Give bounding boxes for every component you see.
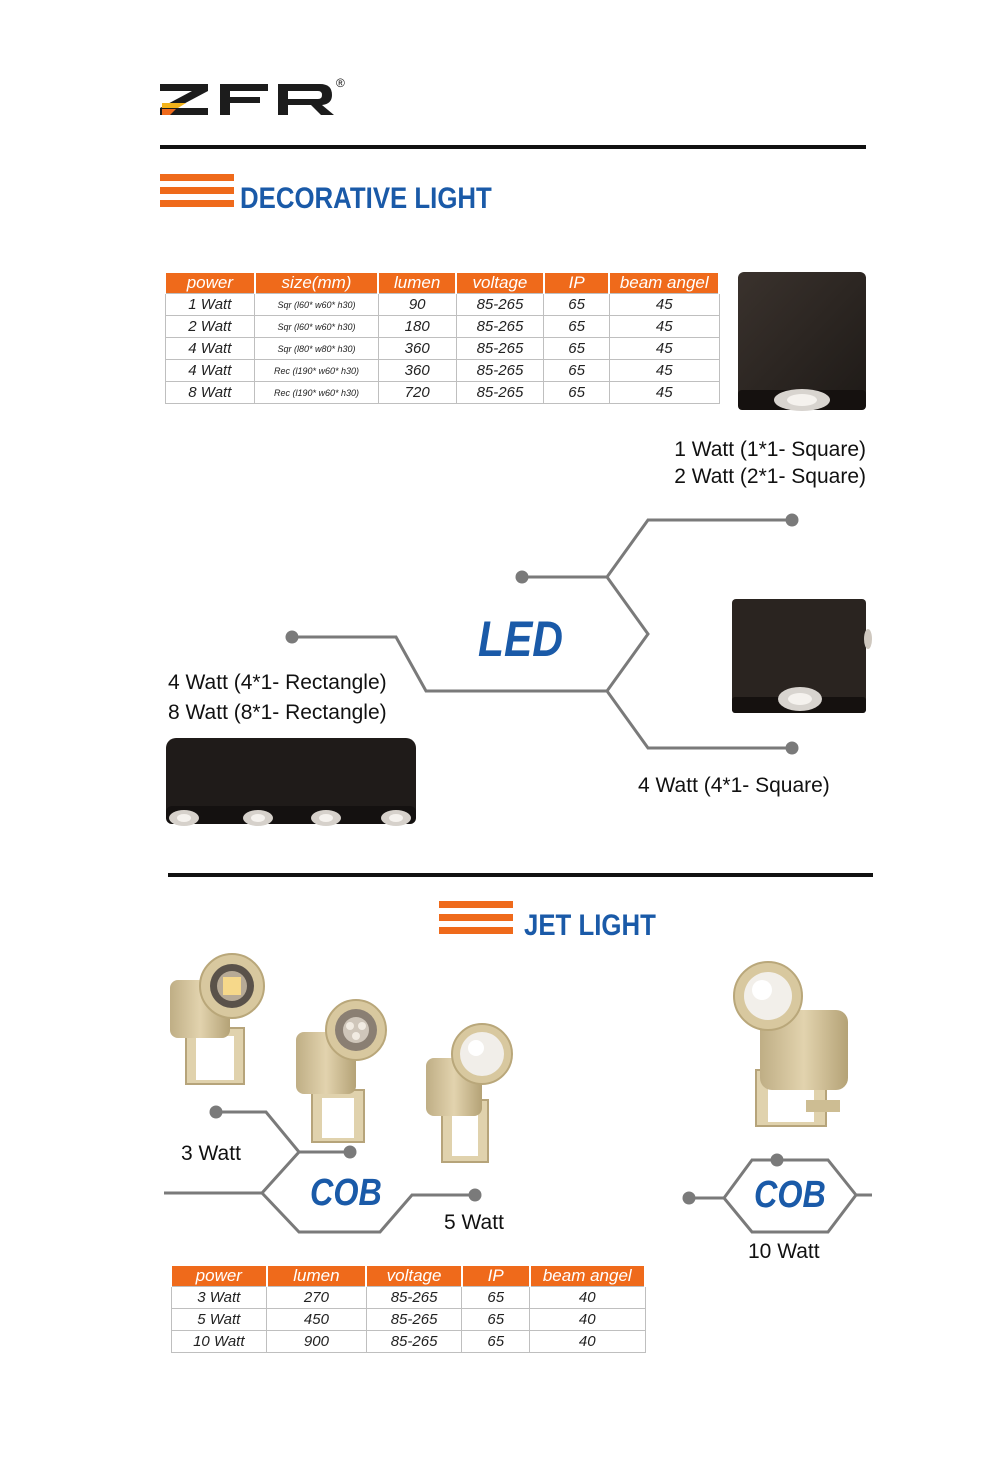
jet-light-10-watt-image bbox=[733, 961, 848, 1127]
table-cell: 40 bbox=[529, 1330, 646, 1353]
decorative-title: DECORATIVE LIGHT bbox=[240, 182, 492, 215]
rectangle-light-image bbox=[166, 738, 416, 826]
caption-4-watt-rectangle: 4 Watt (4*1- Rectangle) bbox=[168, 671, 387, 694]
cob-tag-left: COB bbox=[310, 1172, 382, 1214]
table-cell: 85-265 bbox=[455, 293, 545, 316]
top-divider bbox=[160, 145, 866, 149]
jet-light-cob-images bbox=[170, 953, 513, 1163]
table-cell: 85-265 bbox=[455, 381, 545, 404]
jet-stripes-icon bbox=[439, 901, 513, 940]
table-cell: 450 bbox=[266, 1308, 367, 1331]
table-cell: 85-265 bbox=[365, 1286, 463, 1309]
table-cell: 900 bbox=[266, 1330, 367, 1353]
square-light-1-watt-image bbox=[738, 272, 866, 411]
table-cell: 40 bbox=[529, 1286, 646, 1309]
table-cell: 85-265 bbox=[365, 1330, 463, 1353]
square-light-4-watt-image bbox=[732, 599, 872, 713]
table-header-cell: power bbox=[170, 1266, 268, 1287]
table-header-cell: size(mm) bbox=[253, 273, 380, 294]
table-cell: 270 bbox=[266, 1286, 367, 1309]
table-cell: 65 bbox=[461, 1330, 531, 1353]
brand-logo: ® bbox=[160, 76, 350, 120]
table-cell: 40 bbox=[529, 1308, 646, 1331]
table-cell: 85-265 bbox=[365, 1308, 463, 1331]
section-divider bbox=[168, 873, 873, 877]
table-cell: Rec (l190* w60* h30) bbox=[254, 381, 379, 404]
table-cell: 65 bbox=[461, 1286, 531, 1309]
table-cell: 45 bbox=[608, 381, 720, 404]
caption-2-watt-square: 2 Watt (2*1- Square) bbox=[674, 465, 866, 488]
zfr-logo-icon bbox=[160, 84, 334, 115]
table-header-cell: voltage bbox=[365, 1266, 463, 1287]
led-tag: LED bbox=[478, 611, 563, 667]
caption-1-watt-square: 1 Watt (1*1- Square) bbox=[674, 438, 866, 461]
table-cell: 8 Watt bbox=[164, 381, 256, 404]
jet-title: JET LIGHT bbox=[524, 909, 656, 942]
table-header-cell: voltage bbox=[455, 273, 545, 294]
table-cell: 4 Watt bbox=[164, 359, 256, 382]
table-cell: 5 Watt bbox=[170, 1308, 268, 1331]
table-cell: 1 Watt bbox=[164, 293, 256, 316]
table-cell: 45 bbox=[608, 359, 720, 382]
caption-10-watt: 10 Watt bbox=[748, 1240, 820, 1263]
caption-8-watt-rectangle: 8 Watt (8*1- Rectangle) bbox=[168, 701, 387, 724]
table-header-cell: beam angel bbox=[608, 273, 720, 294]
table-header-cell: beam angel bbox=[528, 1266, 647, 1287]
caption-5-watt: 5 Watt bbox=[444, 1211, 504, 1234]
table-cell: 3 Watt bbox=[170, 1286, 268, 1309]
table-cell: 65 bbox=[461, 1308, 531, 1331]
caption-4-watt-square: 4 Watt (4*1- Square) bbox=[638, 774, 830, 797]
table-cell: 45 bbox=[608, 337, 720, 360]
table-header-cell: lumen bbox=[265, 1266, 368, 1287]
caption-3-watt: 3 Watt bbox=[181, 1142, 241, 1165]
section-stripes-icon bbox=[160, 174, 234, 213]
table-cell: 720 bbox=[377, 381, 457, 404]
table-header-cell: IP bbox=[542, 273, 611, 294]
table-cell: 65 bbox=[543, 315, 610, 338]
table-cell: 360 bbox=[377, 337, 457, 360]
table-header-cell: lumen bbox=[377, 273, 458, 294]
registered-mark: ® bbox=[336, 76, 345, 90]
cob-tag-right: COB bbox=[754, 1174, 826, 1216]
table-header-cell: IP bbox=[460, 1266, 531, 1287]
table-header-cell: power bbox=[164, 273, 256, 294]
table-cell: 10 Watt bbox=[170, 1330, 268, 1353]
table-cell: 85-265 bbox=[455, 337, 545, 360]
